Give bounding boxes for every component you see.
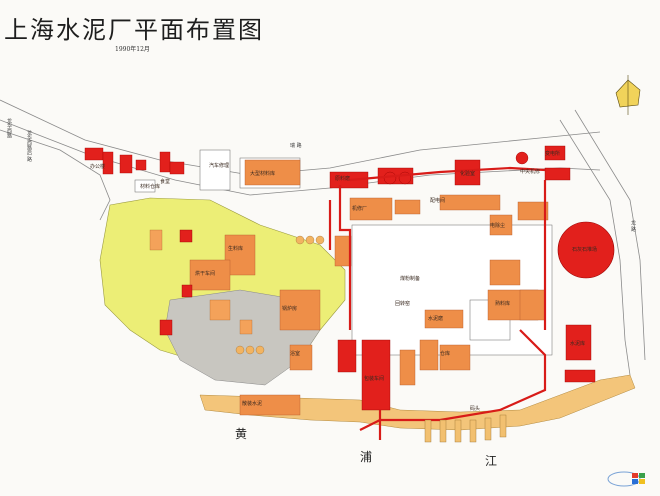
label-l4: 大型材料库 [250,171,276,177]
map-title: 上海水泥厂平面布置图 [4,16,264,44]
tanks-cluster [235,235,325,355]
road-north: 瑞 路 [290,143,302,149]
label-l6: 化验室 [460,171,476,177]
conveyor-lines [328,166,547,440]
kiln-drum-1 [383,171,397,185]
label-l19: 石灰石堆场 [572,247,598,253]
label-l11: 熟料库 [495,301,511,307]
red-plant-buildings [159,145,596,411]
round-storage-yard [557,221,615,279]
label-l10: 电除尘 [490,223,506,229]
label-l7: 原料磨 [335,176,351,182]
label-l21: 散装水泥 [242,401,263,407]
river-char-1: 黄 [235,427,248,441]
label-l5: 配电间 [430,198,446,204]
river-char-3: 江 [485,454,498,468]
label-l22: 锅炉房 [282,306,298,312]
silo-small [515,151,529,165]
label-l17: 生料库 [228,246,244,252]
label-l2: 汽车修理 [209,163,230,169]
label-l12: 水泥磨 [428,316,444,322]
label-l20: 码头 [470,406,481,412]
label-l16: 回转窑 [395,301,411,307]
piers [424,414,507,443]
label-l13: 包装车间 [364,376,385,382]
watermark-logo-icon [607,471,645,487]
road-left2: 龙华西路后 路 [26,130,32,162]
zone-tan-strip [199,374,636,431]
road-left1: 龙华西路 [6,118,12,138]
label-l23: 办公楼 [90,164,106,170]
map-date: 1990年12月 [115,46,150,53]
label-l8: 机修厂 [352,206,368,212]
north-arrow-icon [615,75,641,115]
label-l18: 烘干车间 [195,271,216,277]
north-red-buildings [84,147,185,175]
label-l24: 食堂 [160,179,171,185]
river-char-2: 浦 [360,450,373,464]
orange-buildings [189,159,549,416]
label-l26: 浴室 [290,351,301,357]
label-l3: 材料仓库 [140,184,161,190]
road-east: 龙 路 [630,220,636,232]
label-l14: 水泥库 [570,341,586,347]
label-l15: 煤粉制备 [400,276,421,282]
label-l25: 仓库 [440,351,451,357]
yellow-zone-details [149,229,253,335]
label-l1: 中央机修 [520,169,541,175]
label-l9: 变电所 [545,151,561,157]
